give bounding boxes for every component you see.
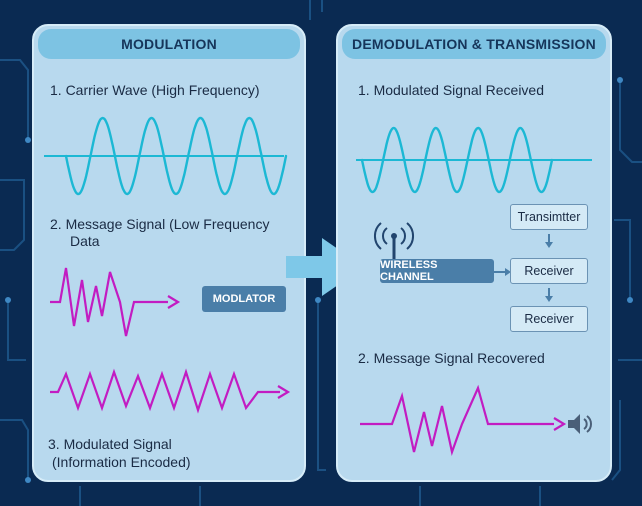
- modulated-signal-label-cont: (Information Encoded): [52, 454, 191, 470]
- recovered-signal-label: 2. Message Signal Recovered: [358, 350, 545, 366]
- message-signal-label-cont: Data: [70, 233, 100, 249]
- modulator-block: MODLATOR: [202, 286, 286, 312]
- modulation-title: MODULATION: [38, 29, 300, 59]
- antenna-icon: [374, 222, 414, 260]
- receiver-block: Receiver: [510, 258, 588, 284]
- channel-to-receiver-arrow: [494, 268, 511, 276]
- received-signal-label: 1. Modulated Signal Received: [358, 82, 545, 98]
- received-wave: [356, 126, 592, 194]
- message-signal-label: 2. Message Signal (Low Frequency: [50, 216, 270, 232]
- receiver-output-block: Receiver: [510, 306, 588, 332]
- carrier-wave: [44, 116, 288, 196]
- wireless-channel-block: WIRELESS CHANNEL: [380, 259, 494, 283]
- modulated-signal-wave: [50, 368, 291, 414]
- modulated-signal-label: 3. Modulated Signal: [48, 436, 172, 452]
- demodulation-panel: DEMODULATION & TRANSMISSION 1. Modulated…: [336, 24, 612, 482]
- recovered-signal-wave: [360, 384, 567, 456]
- down-arrow: [545, 234, 553, 248]
- speaker-icon: [568, 414, 592, 434]
- flow-arrow-icon: [286, 238, 364, 296]
- transmitter-block: Transimtter: [510, 204, 588, 230]
- demodulation-title: DEMODULATION & TRANSMISSION: [342, 29, 606, 59]
- down-arrow: [545, 288, 553, 302]
- modulation-panel: MODULATION 1. Carrier Wave (High Frequen…: [32, 24, 306, 482]
- message-signal-wave: [50, 267, 181, 337]
- carrier-wave-label: 1. Carrier Wave (High Frequency): [50, 82, 260, 98]
